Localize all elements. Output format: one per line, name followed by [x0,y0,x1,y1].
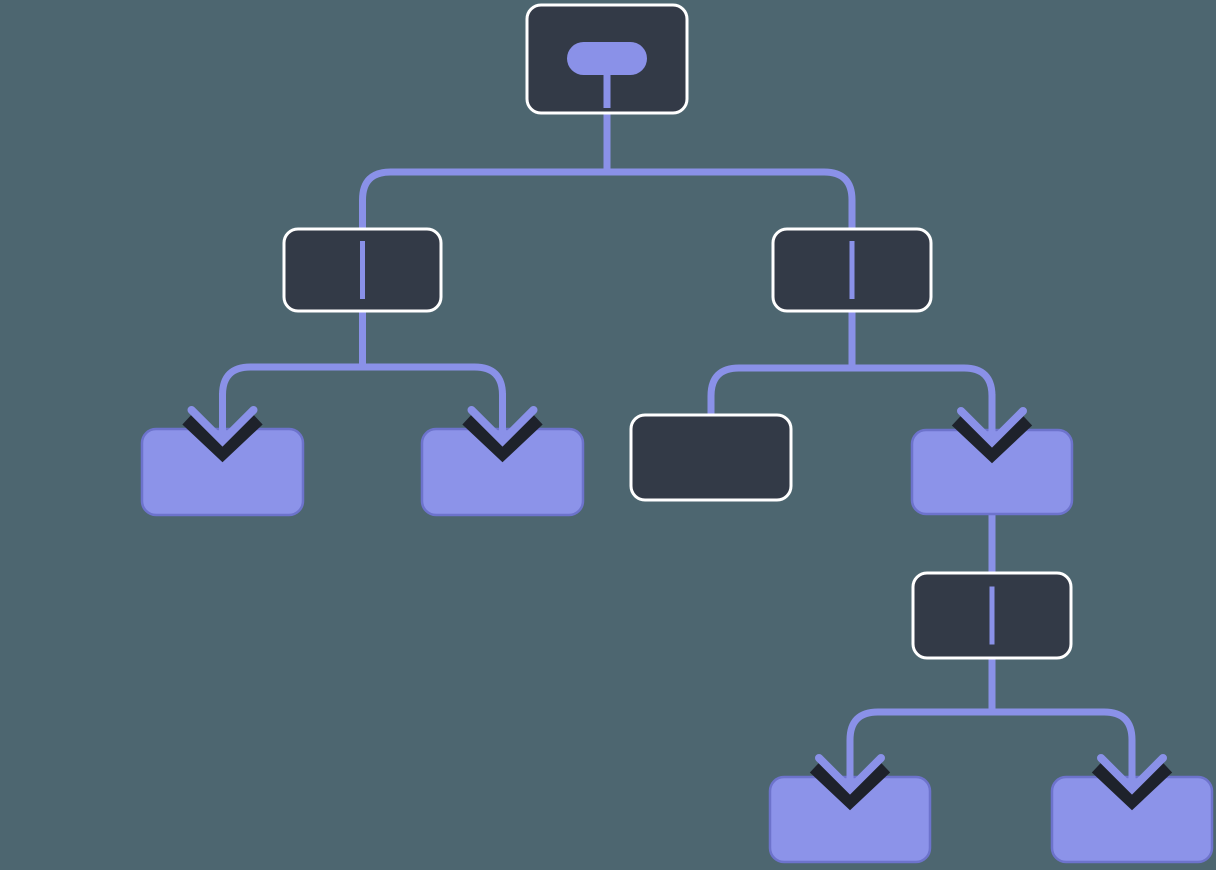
arrow-marker [809,741,891,811]
arrow-marker [951,394,1033,464]
node-layer [140,3,1214,864]
black-chevron-icon [182,413,263,463]
connector-edge [707,364,996,440]
connector-layer [219,110,1136,787]
connector-edge [846,708,1136,787]
black-chevron-icon [1091,761,1173,811]
black-chevron-icon [462,413,543,463]
arrow-marker [462,393,543,463]
purple-chevron-icon [957,407,1027,448]
pill-icon [567,42,647,75]
arrow-marker [182,393,263,463]
connector-edge [359,168,856,239]
purple-chevron-icon [467,406,538,447]
black-chevron-icon [809,761,891,811]
tree-node-n3dark[interactable] [629,413,793,502]
icon-layer [360,42,995,645]
purple-chevron-icon [815,754,885,795]
purple-chevron-icon [1097,754,1167,795]
connector-edge [219,363,506,439]
arrow-layer [182,393,1173,811]
black-chevron-icon [951,414,1033,464]
purple-chevron-icon [187,406,258,447]
arrow-marker [1091,741,1173,811]
